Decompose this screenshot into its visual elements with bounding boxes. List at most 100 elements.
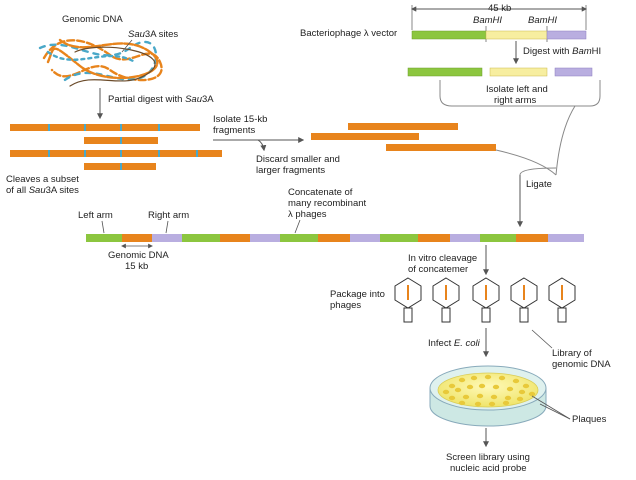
sau3a-sites-label: Sau3A sites: [128, 29, 178, 40]
bamhi-label-2: BamHI: [528, 15, 557, 26]
concatenate-label: Concatenate of: [288, 187, 353, 198]
phage-particle: [472, 277, 500, 323]
lambda-vector-bar: [411, 30, 587, 40]
ligate-label: Ligate: [526, 179, 552, 190]
size-45kb-label: 45 kb: [488, 3, 511, 14]
plaque: [498, 375, 506, 381]
cleaves-subset-label: Cleaves a subset: [6, 174, 79, 185]
sau3a-pointer: [121, 39, 133, 53]
plaque: [488, 401, 496, 407]
plaque: [470, 375, 478, 381]
plaque: [462, 394, 470, 400]
petri-dish: [429, 365, 547, 427]
merge-line-arms: [555, 105, 576, 176]
concatemer-segment: [450, 234, 480, 242]
isolate-arms-label: Isolate left and: [486, 84, 548, 95]
plaques-label: Plaques: [572, 414, 607, 425]
discard-label-2: larger fragments: [256, 165, 325, 176]
partial-digest-label: Partial digest with Sau3A: [108, 94, 214, 105]
plaque: [528, 391, 536, 397]
isolate-arms-bracket: [439, 80, 601, 107]
digested-vector-pieces: [407, 67, 593, 77]
phage-particle: [548, 277, 576, 323]
concatemer-segment: [480, 234, 516, 242]
concatenate-label-2: many recombinant: [288, 198, 367, 209]
plaque: [512, 378, 520, 384]
plaque: [458, 377, 466, 383]
concatemer-segment: [182, 234, 220, 242]
bamhi-label-1: BamHI: [473, 15, 502, 26]
genomic-dna-tangle: [38, 38, 163, 87]
isolate-arms-label-2: right arms: [494, 95, 536, 106]
concatemer-segment: [516, 234, 548, 242]
library-pointer: [531, 329, 553, 349]
genomic-15kb-label-2: 15 kb: [125, 261, 148, 272]
plaques-pointer-2: [539, 403, 571, 420]
concatemer-segment: [548, 234, 584, 242]
plaque: [454, 387, 462, 393]
library-label-2: genomic DNA: [552, 359, 611, 370]
isolate-15kb-label-2: fragments: [213, 125, 255, 136]
plaque: [474, 401, 482, 407]
cleaves-subset-label-2: of all Sau3A sites: [6, 185, 79, 196]
lambda-vector-label: Bacteriophage λ vector: [300, 28, 397, 39]
concatemer-segment: [250, 234, 280, 242]
plaque: [504, 395, 512, 401]
arrow-discard: [257, 139, 267, 152]
phage-particle: [394, 277, 422, 323]
partial-digest-fragments: [10, 124, 222, 170]
plaque: [518, 389, 526, 395]
isolated-15kb-fragments: [311, 123, 496, 151]
concatemer-segment: [318, 234, 350, 242]
merge-line-fragments: [495, 149, 557, 176]
concatemer-segment: [380, 234, 418, 242]
plaques-pointer-1: [531, 395, 571, 420]
screen-label-2: nucleic acid probe: [450, 463, 527, 474]
screen-label: Screen library using: [446, 452, 530, 463]
plaques-group: [442, 374, 536, 407]
plaque: [502, 400, 510, 406]
discard-label: Discard smaller and: [256, 154, 340, 165]
isolate-15kb-label: Isolate 15-kb: [213, 114, 267, 125]
library-label: Library of: [552, 348, 592, 359]
concatemer-segment: [152, 234, 182, 242]
plaque: [506, 386, 514, 392]
plaque: [478, 383, 486, 389]
genomic-dna-label: Genomic DNA: [62, 14, 123, 25]
concatemer-segment: [86, 234, 122, 242]
concatemer-segment: [350, 234, 380, 242]
plaque: [458, 400, 466, 406]
concatemer-segment: [122, 234, 152, 242]
plaque: [522, 383, 530, 389]
concatemer: [86, 234, 584, 242]
plaque: [490, 394, 498, 400]
plaque: [476, 393, 484, 399]
concatenate-label-3: λ phages: [288, 209, 327, 220]
plaque: [442, 389, 450, 395]
phage-particles: [394, 277, 576, 323]
package-label: Package into: [330, 289, 385, 300]
in-vitro-label-2: of concatemer: [408, 264, 468, 275]
concatenate-pointer: [294, 219, 301, 234]
phage-particle: [432, 277, 460, 323]
plaque: [484, 374, 492, 380]
right-arm-label: Right arm: [148, 210, 189, 221]
phage-particle: [510, 277, 538, 323]
in-vitro-label: In vitro cleavage: [408, 253, 477, 264]
genomic-15kb-label: Genomic DNA: [108, 250, 169, 261]
concatemer-segment: [418, 234, 450, 242]
concatemer-segment: [280, 234, 318, 242]
infect-label: Infect E. coli: [428, 338, 481, 349]
plaque: [516, 396, 524, 402]
left-arm-label: Left arm: [78, 210, 113, 221]
right-arm-pointer: [165, 220, 169, 234]
plaque: [492, 384, 500, 390]
ligate-join: [519, 167, 557, 176]
package-label-2: phages: [330, 300, 361, 311]
plaque: [448, 395, 456, 401]
digest-bamhi-label: Digest with BamHI: [523, 46, 601, 57]
plaque: [466, 384, 474, 390]
left-arm-pointer: [101, 220, 105, 234]
plaque: [448, 383, 456, 389]
